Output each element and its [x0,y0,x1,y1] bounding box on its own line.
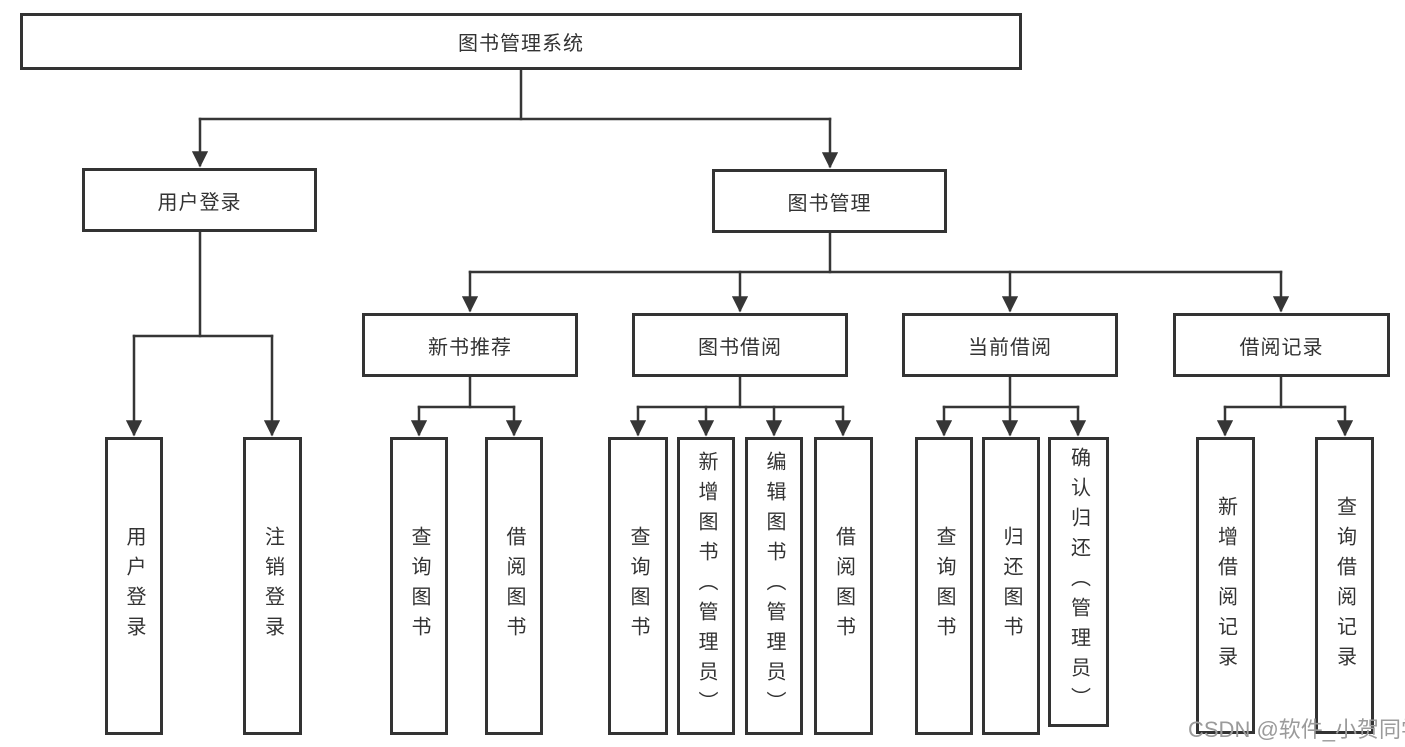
connector-new-book-recommendation [410,375,523,437]
leaf-edit-books-admin-label: 编辑图书（管理员） [763,451,785,721]
leaf-return-books-label: 归还图书 [1000,526,1022,646]
leaf-add-borrow-record: 新增借阅记录 [1196,437,1255,734]
connector-current-borrowing [935,375,1087,437]
leaf-add-books-admin: 新增图书（管理员） [677,437,735,735]
connector-borrowing-records [1216,375,1354,437]
node-current-borrowing: 当前借阅 [902,313,1118,377]
connector-root [191,68,839,169]
connector-user-login [125,230,281,437]
leaf-borrow-query-books-label: 查询图书 [627,526,649,646]
leaf-recommend-borrow-books-label: 借阅图书 [503,526,525,646]
watermark: CSDN @软件_小贺同学 [1188,717,1405,742]
connector-book-borrowing [629,375,852,437]
leaf-edit-books-admin: 编辑图书（管理员） [745,437,803,735]
leaf-borrow-books-label: 借阅图书 [832,526,855,646]
leaf-confirm-return-admin-label: 确认归还（管理员） [1067,447,1090,717]
leaf-recommend-query-books: 查询图书 [390,437,448,735]
node-book-borrowing: 图书借阅 [632,313,848,377]
node-new-book-recommendation: 新书推荐 [362,313,578,377]
leaf-logout-login: 注销登录 [243,437,302,735]
leaf-borrow-books: 借阅图书 [814,437,873,735]
leaf-recommend-query-books-label: 查询图书 [408,526,430,646]
leaf-add-borrow-record-label: 新增借阅记录 [1214,495,1237,676]
leaf-user-login-label: 用户登录 [123,526,145,646]
leaf-recommend-borrow-books: 借阅图书 [485,437,543,735]
leaf-add-books-admin-label: 新增图书（管理员） [695,451,717,721]
leaf-borrow-query-books: 查询图书 [608,437,668,735]
node-book-management: 图书管理 [712,169,947,233]
leaf-confirm-return-admin: 确认归还（管理员） [1048,437,1109,727]
connector-book-management [461,231,1290,313]
leaf-query-borrow-record-label: 查询借阅记录 [1333,495,1356,676]
leaf-query-borrow-record: 查询借阅记录 [1315,437,1374,734]
node-borrowing-records: 借阅记录 [1173,313,1390,377]
leaf-logout-login-label: 注销登录 [261,526,284,646]
leaf-current-query-books: 查询图书 [915,437,973,735]
leaf-user-login: 用户登录 [105,437,163,735]
leaf-return-books: 归还图书 [982,437,1040,735]
node-library-management-system: 图书管理系统 [20,13,1022,70]
node-user-login: 用户登录 [82,168,317,232]
leaf-current-query-books-label: 查询图书 [933,526,955,646]
